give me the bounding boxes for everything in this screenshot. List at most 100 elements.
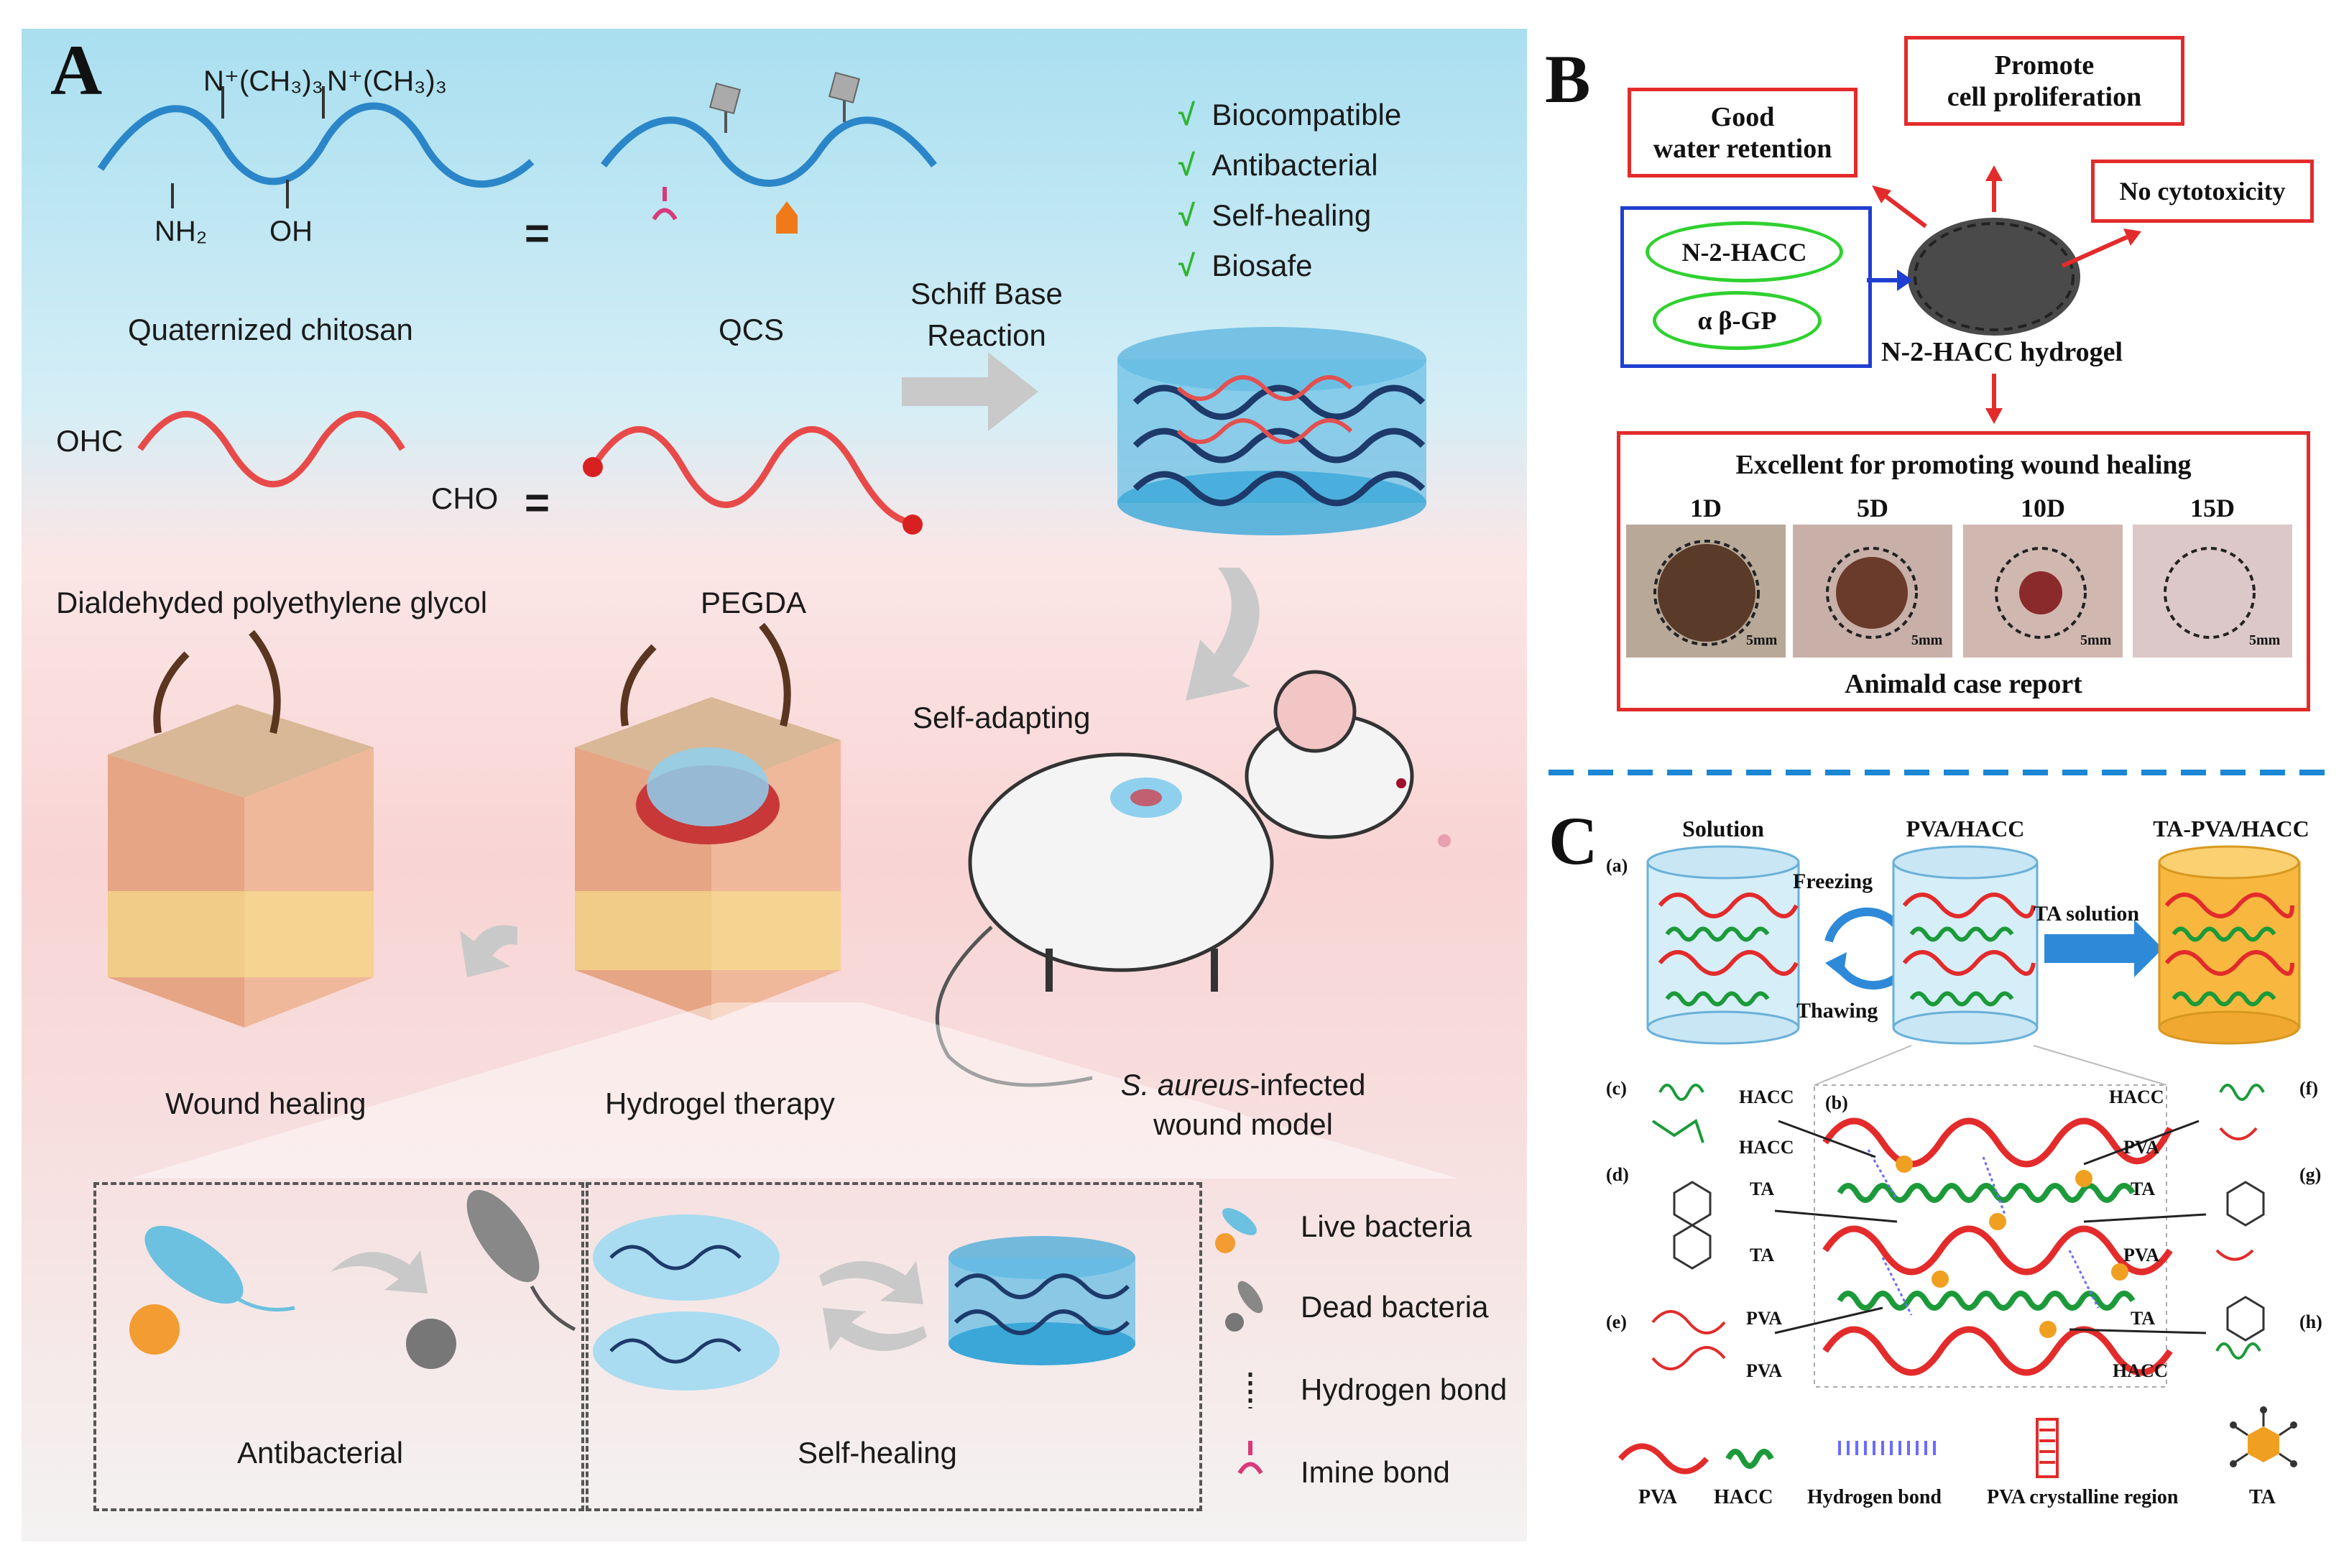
c-left-label-6: PVA bbox=[1746, 1360, 1783, 1381]
wound-photo-10d bbox=[1963, 525, 2123, 658]
left-arrow bbox=[460, 925, 517, 977]
check-icon: √ bbox=[1178, 198, 1196, 232]
qcs-chain bbox=[601, 116, 937, 187]
antibacterial-box-label: Antibacterial bbox=[237, 1436, 404, 1470]
thawing-label: Thawing bbox=[1796, 999, 1878, 1023]
c-left-label-3: TA bbox=[1750, 1179, 1775, 1199]
legend-hacc: HACC bbox=[1714, 1486, 1773, 1508]
legend-hydrogen-bond-icon bbox=[1838, 1441, 1936, 1455]
pegda-chain bbox=[590, 426, 915, 528]
healing-caption: Animald case report bbox=[1845, 669, 2082, 699]
legend-imine-bond: Imine bond bbox=[1301, 1455, 1450, 1489]
ta-pva-hacc-cylinder bbox=[2158, 845, 2301, 1045]
sub-g-label: (g) bbox=[2299, 1164, 2322, 1185]
chitosan-group-n2: N⁺(CH₃)₃ bbox=[327, 65, 447, 97]
legend-ta: TA bbox=[2249, 1486, 2276, 1508]
property-item: √ Biosafe bbox=[1178, 249, 1313, 282]
c-right-label-2: PVA bbox=[2123, 1137, 2160, 1158]
heal-arrow-right bbox=[819, 1261, 923, 1304]
pegda-label: PEGDA bbox=[701, 586, 807, 619]
scale-label-15d: 5mm bbox=[2249, 632, 2281, 648]
kill-arrow bbox=[331, 1250, 428, 1293]
chitosan-group-nh2: NH₂ bbox=[154, 216, 208, 247]
treated-skin-block bbox=[575, 622, 841, 1020]
reaction-label-line2: Reaction bbox=[927, 318, 1046, 352]
scale-label-1d: 5mm bbox=[1746, 632, 1778, 648]
hydrogel-therapy-label: Hydrogel therapy bbox=[605, 1087, 835, 1120]
day-label-15d: 15D bbox=[2190, 494, 2235, 522]
mouse-illustration bbox=[935, 670, 1451, 1087]
ta-arrow bbox=[2044, 920, 2163, 977]
healing-title: Excellent for promoting wound healing bbox=[1735, 450, 2192, 480]
structure-c-icon bbox=[1651, 1084, 1704, 1143]
freezing-label: Freezing bbox=[1793, 870, 1873, 893]
panel-b-letter: B bbox=[1545, 41, 1591, 117]
c-left-label-4: TA bbox=[1750, 1245, 1775, 1265]
self-adapting-label: Self-adapting bbox=[913, 701, 1091, 734]
c-right-label-3: TA bbox=[2131, 1179, 2156, 1199]
pva-hacc-cylinder bbox=[1892, 845, 2039, 1045]
healed-gel-icon bbox=[949, 1236, 1135, 1365]
solution-cylinder bbox=[1646, 845, 1800, 1045]
peg-group-cho: CHO bbox=[431, 481, 499, 515]
check-icon: √ bbox=[1178, 148, 1196, 182]
legend-crystalline-icon bbox=[2036, 1418, 2059, 1478]
property-item: √ Biocompatible bbox=[1178, 98, 1402, 132]
hydroxyl-group-icon bbox=[776, 201, 798, 234]
day-label-10d: 10D bbox=[2021, 494, 2065, 522]
chitosan-group-n1: N⁺(CH₃)₃ bbox=[203, 65, 323, 97]
broken-gel-icon bbox=[593, 1214, 780, 1391]
day-label-1d: 1D bbox=[1690, 494, 1722, 522]
legend-hydrogen-bond: Hydrogen bond bbox=[1301, 1373, 1508, 1406]
quaternary-group-icon bbox=[828, 71, 861, 104]
legend-dead-bacteria-icon bbox=[1225, 1281, 1263, 1332]
input-oval-hacc: N-2-HACC bbox=[1646, 221, 1843, 282]
peg-group-ohc: OHC bbox=[56, 424, 124, 458]
heal-arrow-left bbox=[823, 1308, 927, 1351]
sub-e-label: (e) bbox=[1606, 1311, 1627, 1332]
healed-skin-block bbox=[108, 629, 374, 1028]
legend-hydrogen-bond-c: Hydrogen bond bbox=[1807, 1486, 1942, 1508]
antibacterial-box bbox=[93, 1182, 584, 1511]
healing-box bbox=[1617, 431, 2310, 711]
selfhealing-box bbox=[586, 1182, 1202, 1511]
solution-label: Solution bbox=[1682, 816, 1764, 841]
wound-photo-1d bbox=[1626, 525, 1786, 658]
aldehyde-end-icon bbox=[583, 457, 603, 477]
selfhealing-box-label: Self-healing bbox=[798, 1436, 957, 1470]
reaction-label: Schiff Base Reaction bbox=[904, 273, 1069, 356]
qcs-label: QCS bbox=[719, 313, 785, 346]
c-right-label-1: HACC bbox=[2109, 1087, 2164, 1107]
wound-model-label: S. aureus-infected wound model bbox=[1120, 1068, 1366, 1141]
c-left-label-5: PVA bbox=[1746, 1308, 1783, 1329]
chitosan-group-oh: OH bbox=[269, 216, 313, 247]
check-icon: √ bbox=[1178, 98, 1196, 132]
legend-imine-bond-icon bbox=[1237, 1441, 1263, 1475]
structure-d-icon bbox=[1673, 1181, 1712, 1270]
curved-arrow bbox=[1186, 568, 1260, 701]
live-bacteria-icon bbox=[129, 1225, 295, 1355]
chitosan-chain bbox=[97, 102, 535, 188]
aldehyde-end-icon bbox=[903, 515, 923, 535]
pva-hacc-label: PVA/HACC bbox=[1906, 816, 2025, 841]
ta-pva-hacc-label: TA-PVA/HACC bbox=[2153, 816, 2309, 841]
property-item: √ Antibacterial bbox=[1178, 148, 1378, 182]
quaternary-group-icon bbox=[709, 82, 742, 115]
network-detail bbox=[1814, 1045, 2174, 1388]
property-item: √ Self-healing bbox=[1178, 198, 1372, 232]
water-retention-box: Good water retention bbox=[1628, 88, 1857, 177]
day-label-5d: 5D bbox=[1857, 494, 1888, 522]
panel-c-letter: C bbox=[1549, 803, 1598, 879]
legend-crystalline: PVA crystalline region bbox=[1987, 1486, 2179, 1508]
sub-f-label: (f) bbox=[2299, 1078, 2318, 1099]
hydrogel-sem-icon bbox=[1908, 218, 2080, 336]
legend-ta-icon bbox=[2230, 1406, 2297, 1467]
structure-h-icon bbox=[2215, 1296, 2265, 1360]
c-left-label-2: HACC bbox=[1739, 1137, 1794, 1158]
peg-chain bbox=[137, 410, 405, 488]
c-left-label-1: HACC bbox=[1739, 1087, 1794, 1107]
reaction-label-line1: Schiff Base bbox=[910, 277, 1063, 310]
legend-dead-bacteria: Dead bacteria bbox=[1301, 1290, 1489, 1324]
